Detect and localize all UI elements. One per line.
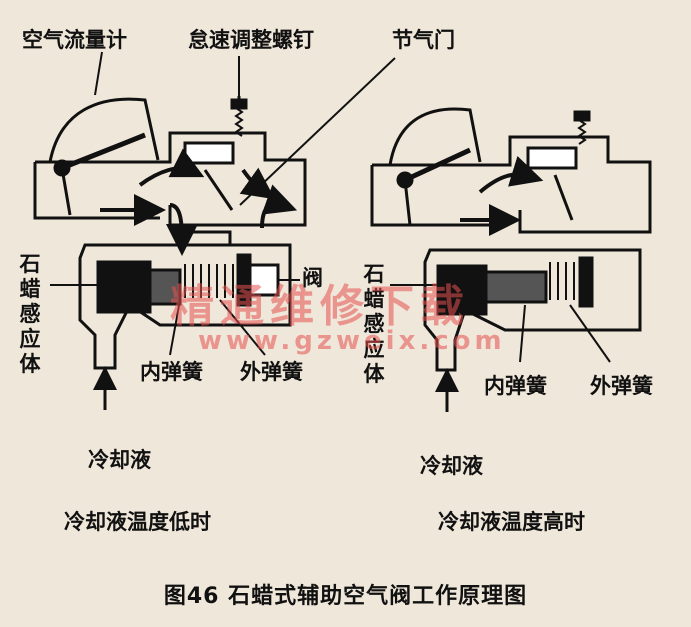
right-diagram bbox=[370, 107, 652, 412]
coolant-label-left: 冷却液 bbox=[88, 448, 151, 472]
idle-screw-left bbox=[230, 96, 248, 137]
inner-spring-label-right: 内弹簧 bbox=[484, 374, 547, 398]
throttle-label: 节气门 bbox=[392, 28, 455, 52]
wax-sensor-label-right: 石蜡感应体 bbox=[363, 262, 385, 386]
low-temp-state-label: 冷却液温度低时 bbox=[64, 510, 211, 534]
outer-spring-label-right: 外弹簧 bbox=[590, 374, 653, 398]
air-flow-meter-label: 空气流量计 bbox=[22, 28, 127, 52]
valve-label: 阀 bbox=[302, 266, 323, 290]
figure-caption: 图46 石蜡式辅助空气阀工作原理图 bbox=[163, 584, 528, 609]
coolant-label-right: 冷却液 bbox=[420, 454, 483, 478]
inner-spring-label-left: 内弹簧 bbox=[140, 360, 203, 384]
idle-screw-right bbox=[573, 110, 591, 145]
wax-sensor-label-left: 石蜡感应体 bbox=[19, 252, 41, 376]
watermark-text: 精通维修下载 bbox=[170, 281, 470, 332]
watermark-url: www.gzweix.com bbox=[198, 326, 506, 356]
idle-screw-label: 怠速调整螺钉 bbox=[188, 28, 314, 52]
left-diagram bbox=[33, 51, 396, 410]
high-temp-state-label: 冷却液温度高时 bbox=[438, 510, 585, 534]
outer-spring-label-left: 外弹簧 bbox=[240, 360, 303, 384]
